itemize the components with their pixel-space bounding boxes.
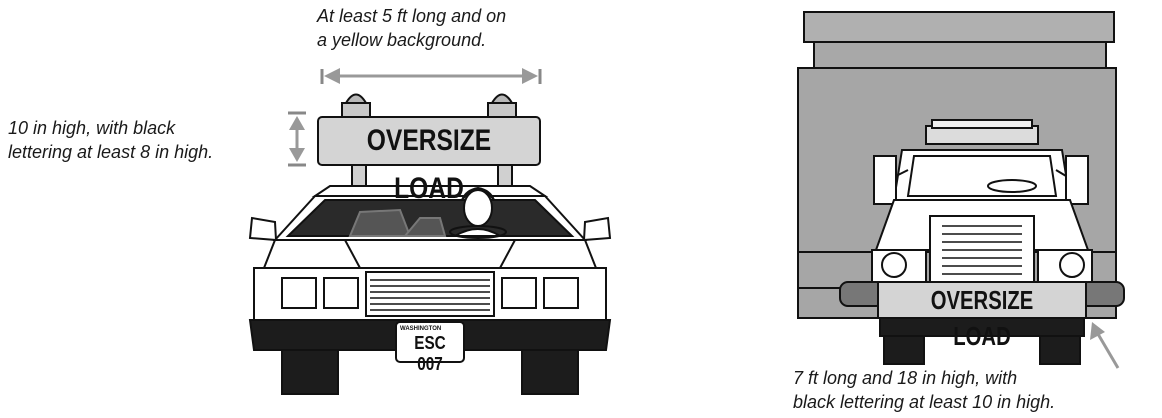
- height-arrow: [288, 113, 306, 165]
- annotation-line: 7 ft long and 18 in high, with: [793, 366, 1055, 390]
- car-sign-text: OVERSIZE LOAD: [338, 117, 520, 165]
- annotation-line: lettering at least 8 in high.: [8, 140, 213, 164]
- plate-number: ESC 007: [401, 333, 459, 375]
- annotation-line: a yellow background.: [317, 28, 506, 52]
- banner-annotation: 7 ft long and 18 in high, with black let…: [793, 366, 1055, 414]
- plate-state: WASHINGTON: [400, 326, 441, 332]
- annotation-line: black lettering at least 10 in high.: [793, 390, 1055, 414]
- annotation-line: At least 5 ft long and on: [317, 4, 506, 28]
- license-plate: WASHINGTON ESC 007: [396, 322, 464, 362]
- sign-length-annotation: At least 5 ft long and on a yellow backg…: [317, 4, 506, 52]
- truck-banner-text: OVERSIZE LOAD: [901, 282, 1063, 318]
- width-arrow: [322, 68, 540, 84]
- banner-pointer-arrow: [1090, 322, 1118, 368]
- annotation-line: 10 in high, with black: [8, 116, 213, 140]
- sign-height-annotation: 10 in high, with black lettering at leas…: [8, 116, 213, 164]
